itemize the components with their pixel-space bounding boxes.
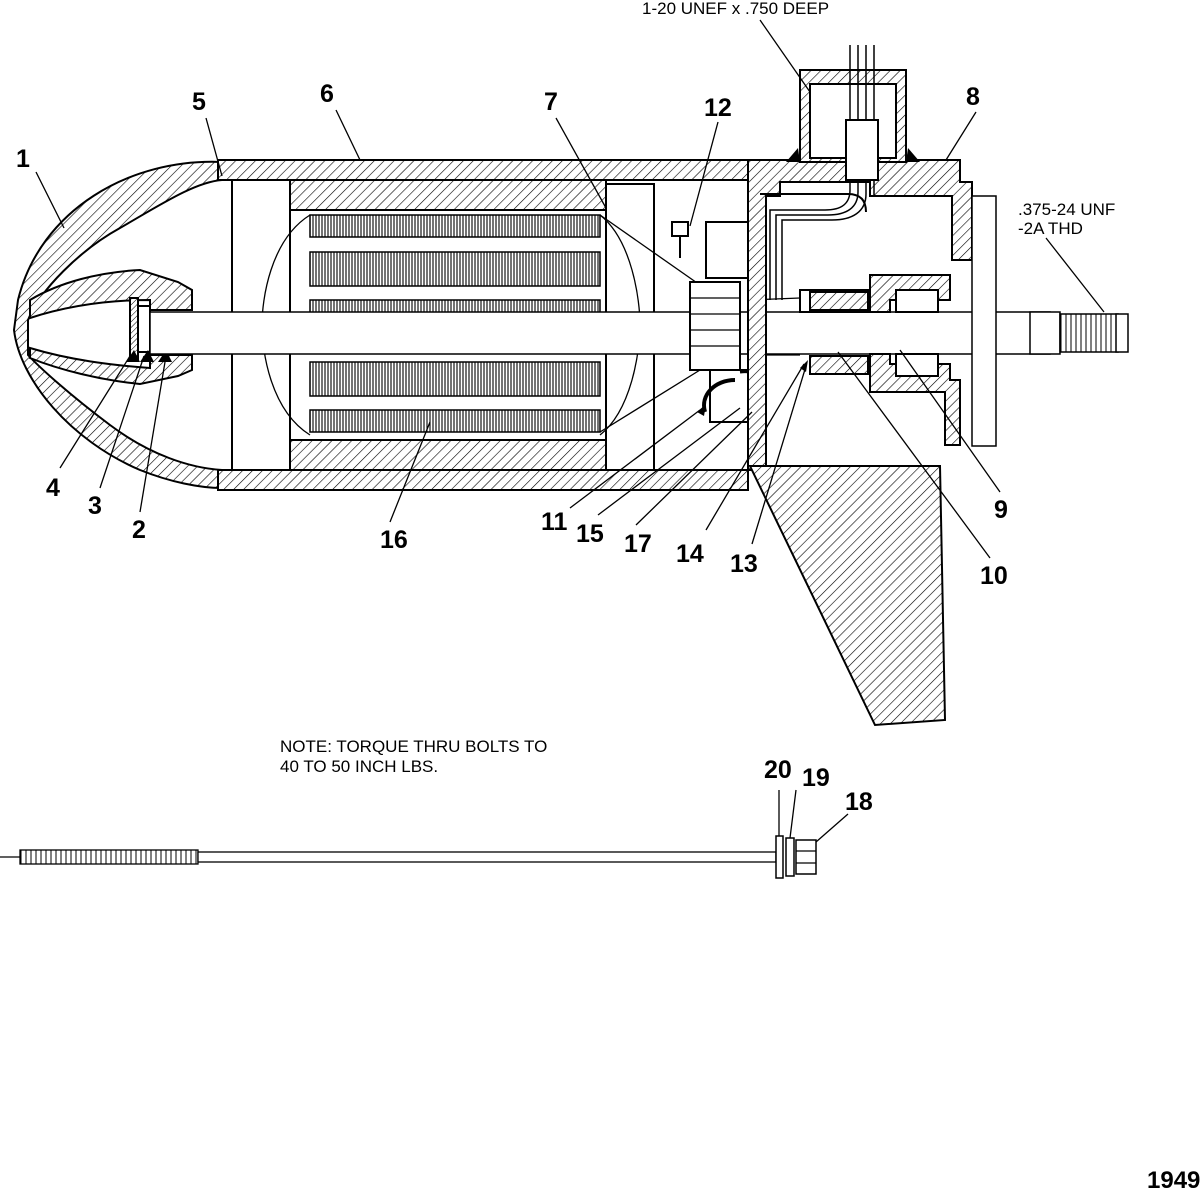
skeg <box>748 465 947 727</box>
callout-5: 5 <box>192 88 206 116</box>
cord-fitting <box>769 45 920 300</box>
end-cap <box>747 159 997 471</box>
callout-16: 16 <box>380 526 408 554</box>
right-thread-spec-line1: .375-24 UNF <box>1018 200 1115 219</box>
thru-bolt <box>0 835 817 879</box>
torque-note-line2: 40 TO 50 INCH LBS. <box>280 757 438 776</box>
callout-10: 10 <box>980 562 1008 590</box>
figure-number: 1949 <box>1147 1167 1200 1194</box>
callout-12: 12 <box>704 94 732 122</box>
front-bearing <box>126 297 172 362</box>
callout-20: 20 <box>764 756 792 784</box>
callout-labels: 1 2 3 4 5 6 7 8 9 10 11 12 13 14 15 16 1… <box>16 80 1008 816</box>
callout-2: 2 <box>132 516 146 544</box>
shaft <box>149 311 1129 355</box>
callout-14: 14 <box>676 540 704 568</box>
callout-7: 7 <box>544 88 558 116</box>
top-thread-spec: 1-20 UNEF x .750 DEEP <box>642 0 829 18</box>
right-thread-spec-line2: -2A THD <box>1018 219 1083 238</box>
callout-11: 11 <box>541 508 568 536</box>
callout-17: 17 <box>624 530 652 558</box>
callout-4: 4 <box>46 474 60 502</box>
callout-15: 15 <box>576 520 604 548</box>
callout-18: 18 <box>845 788 873 816</box>
torque-note-line1: NOTE: TORQUE THRU BOLTS TO <box>280 737 547 756</box>
callout-13: 13 <box>730 550 758 578</box>
callout-8: 8 <box>966 83 980 111</box>
magnets <box>289 179 607 471</box>
callout-19: 19 <box>802 764 830 792</box>
callout-9: 9 <box>994 496 1008 524</box>
leader-lines <box>35 19 1105 843</box>
callout-3: 3 <box>88 492 102 520</box>
callout-1: 1 <box>16 145 30 173</box>
callout-6: 6 <box>320 80 334 108</box>
motor-housing <box>217 159 749 491</box>
